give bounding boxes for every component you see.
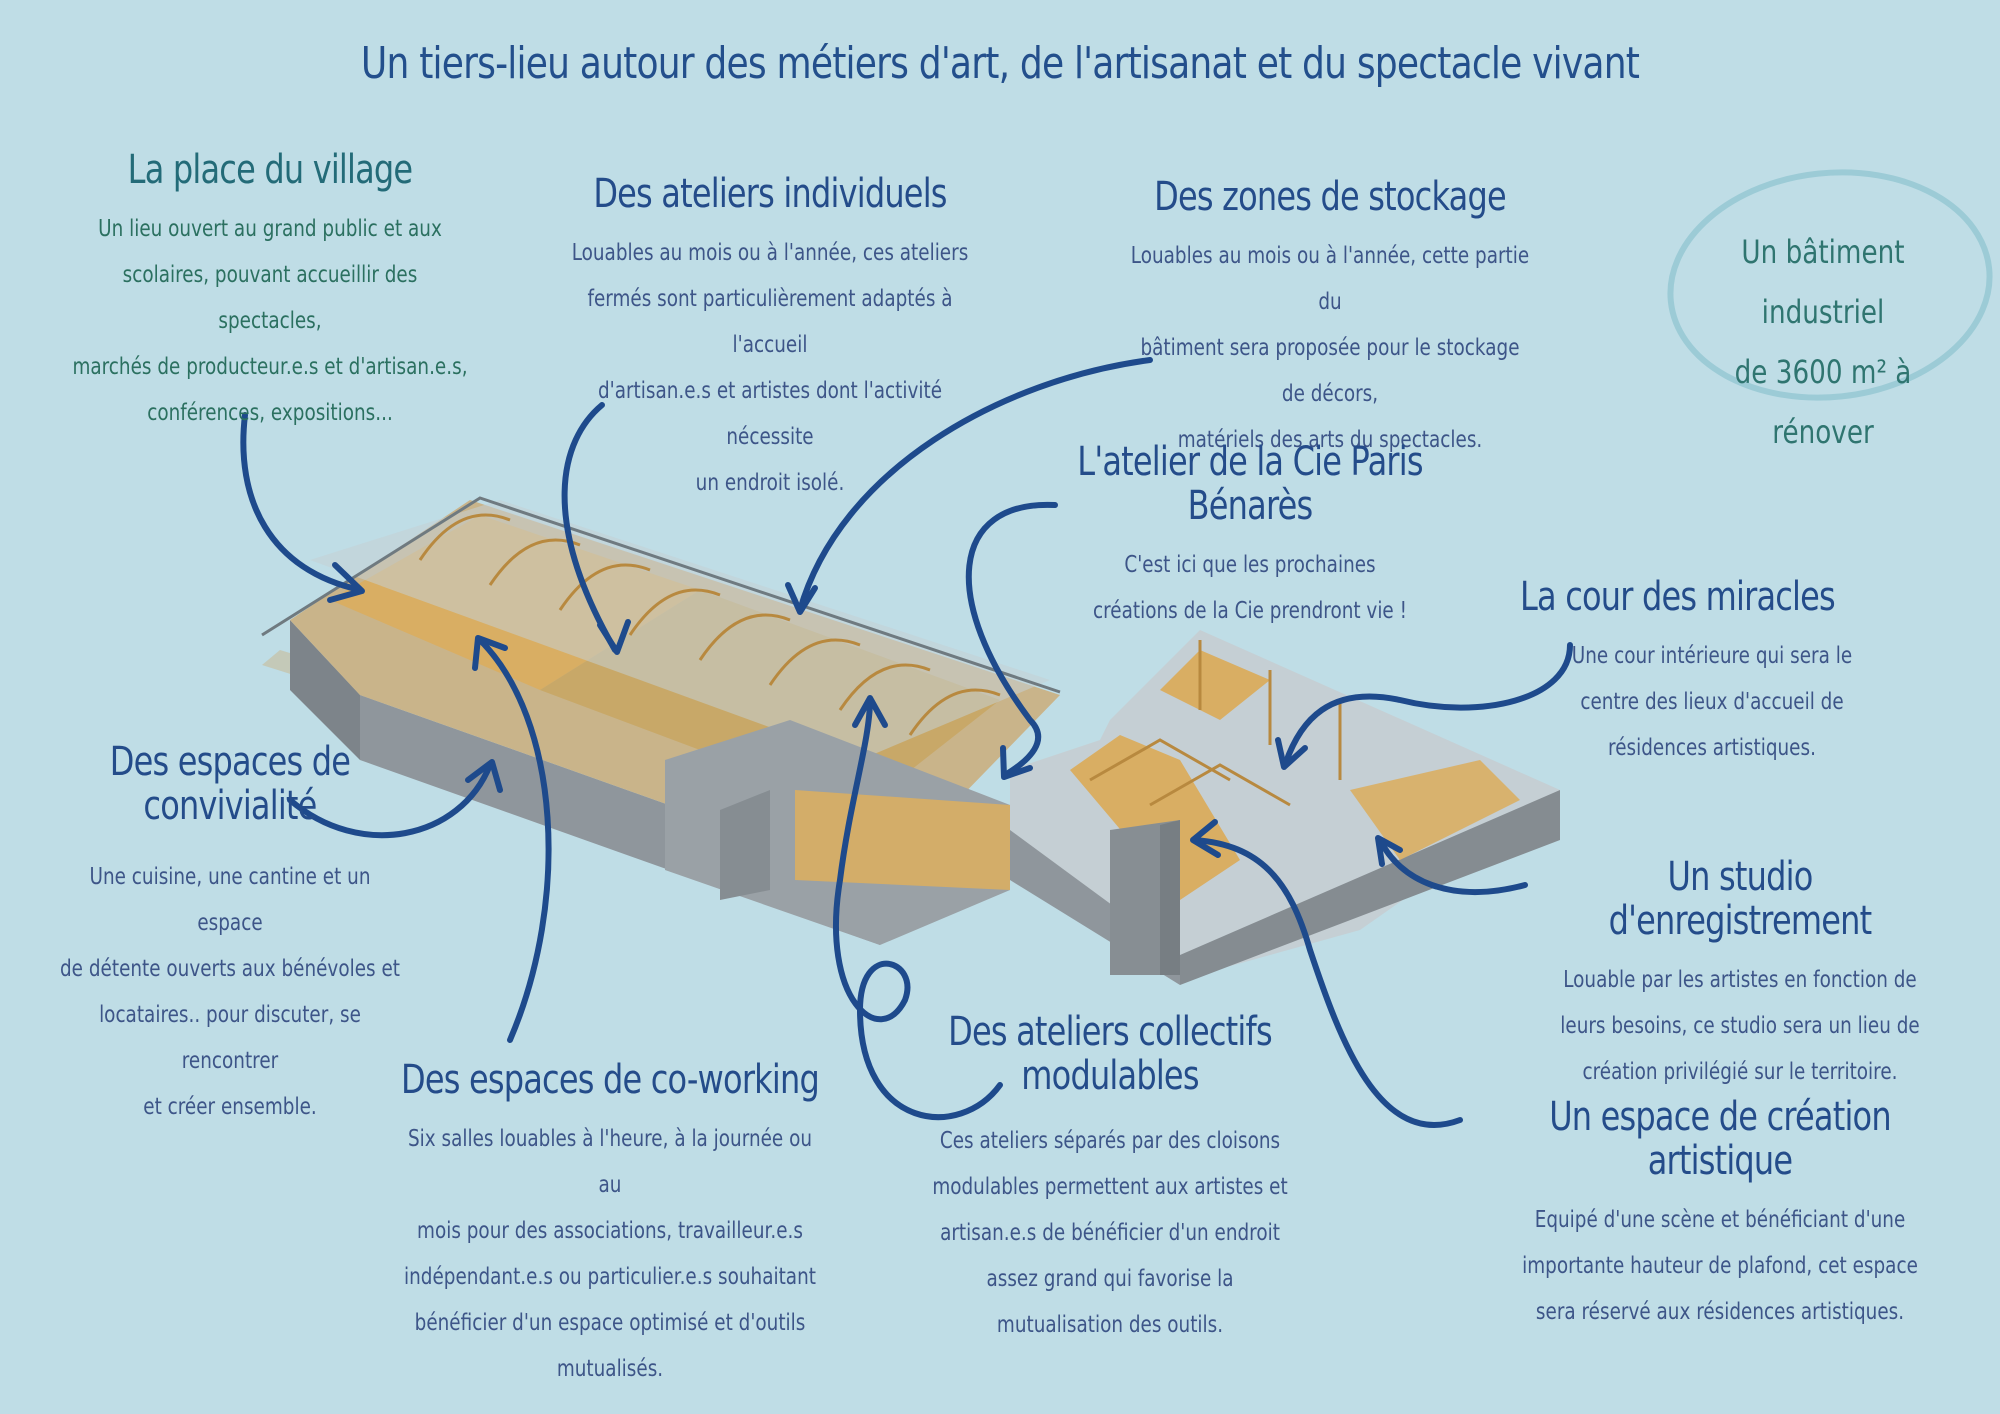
convivialite-heading-1: Des espaces de [109, 739, 351, 785]
place-line: conférences, expositions... [147, 400, 393, 426]
badge-line-2: de 3600 m² à rénover [1734, 353, 1912, 451]
collectifs-line: artisan.e.s de bénéficier d'un endroit [940, 1220, 1280, 1246]
collectifs-line: mutualisation des outils. [996, 1312, 1224, 1338]
studio-heading: Un studio d'enregistrement [1608, 854, 1872, 944]
ateliers-indiv-line: Louables au mois ou à l'année, ces ateli… [571, 240, 969, 266]
ateliers-indiv-line: d'artisan.e.s et artistes dont l'activit… [597, 378, 943, 450]
arrows [240, 357, 1573, 1129]
badge-ring [1667, 169, 1993, 401]
creation-heading: Un espace de création artistique [1549, 1094, 1891, 1184]
stockage-line: bâtiment sera proposée pour le stockage … [1140, 335, 1520, 407]
convivialite-line: de détente ouverts aux bénévoles et [60, 956, 400, 982]
creation-line: Equipé d'une scène et bénéficiant d'une [1534, 1207, 1906, 1233]
place-line: scolaires, pouvant accueillir des specta… [122, 262, 418, 334]
section-collectifs: Des ateliers collectifs modulables Ces a… [880, 1010, 1340, 1348]
collectifs-heading-1: Des ateliers collectifs [948, 1009, 1272, 1055]
place-line: Un lieu ouvert au grand public et aux [98, 216, 442, 242]
arrow-studio [1377, 837, 1528, 895]
section-ateliers-indiv: Des ateliers individuels Louables au moi… [520, 172, 1020, 506]
section-place: La place du village Un lieu ouvert au gr… [20, 148, 520, 436]
coworking-line: mois pour des associations, travailleur.… [417, 1218, 803, 1244]
arrow-stockage [797, 357, 1153, 613]
studio-line: leurs besoins, ce studio sera un lieu de [1560, 1013, 1920, 1039]
arrow-coworking [477, 637, 552, 1043]
section-coworking: Des espaces de co-working Six salles lou… [340, 1058, 880, 1392]
arrow-cie [965, 501, 1058, 778]
coworking-line: Six salles louables à l'heure, à la jour… [407, 1126, 813, 1198]
atelier-cie-heading: L'atelier de la Cie Paris Bénarès [1077, 439, 1423, 529]
convivialite-line: et créer ensemble. [143, 1094, 317, 1120]
page-title: Un tiers-lieu autour des métiers d'art, … [360, 38, 1640, 89]
coworking-line: mutualisés. [556, 1356, 664, 1382]
building [261, 496, 1560, 985]
collectifs-line: assez grand qui favorise la [986, 1266, 1234, 1292]
atelier-cie-line: C'est ici que les prochaines [1124, 552, 1376, 578]
studio-line: création privilégié sur le territoire. [1582, 1059, 1898, 1085]
convivialite-heading-2: convivialité [143, 783, 317, 829]
badge-line-1: Un bâtiment industriel [1741, 233, 1905, 331]
coworking-line: bénéficier d'un espace optimisé et d'out… [414, 1310, 806, 1336]
section-creation: Un espace de création artistique Equipé … [1440, 1095, 2000, 1335]
badge-text: Un bâtiment industriel de 3600 m² à réno… [1700, 222, 1946, 462]
stockage-line: matériels des arts du spectacles. [1177, 427, 1483, 453]
ateliers-indiv-heading: Des ateliers individuels [593, 171, 947, 217]
stockage-line: Louables au mois ou à l'année, cette par… [1130, 243, 1530, 315]
ateliers-indiv-line: fermés sont particulièrement adaptés à l… [587, 286, 953, 358]
collectifs-line: modulables permettent aux artistes et [932, 1174, 1288, 1200]
section-cour: La cour des miracles Une cour intérieure… [1520, 575, 1940, 771]
coworking-line: indépendant.e.s ou particulier.e.s souha… [404, 1264, 816, 1290]
cour-heading: La cour des miracles [1520, 574, 1836, 620]
coworking-heading: Des espaces de co-working [401, 1057, 820, 1103]
creation-line: sera réservé aux résidences artistiques. [1535, 1299, 1905, 1325]
section-atelier-cie: L'atelier de la Cie Paris Bénarès C'est … [1000, 440, 1500, 634]
convivialite-line: Une cuisine, une cantine et un espace [89, 864, 371, 936]
convivialite-line: locataires.. pour discuter, se rencontre… [99, 1002, 361, 1074]
collectifs-line: Ces ateliers séparés par des cloisons [939, 1128, 1281, 1154]
studio-line: Louable par les artistes en fonction de [1563, 967, 1917, 993]
section-convivialite: Des espaces de convivialité Une cuisine,… [10, 740, 450, 1130]
section-stockage: Des zones de stockage Louables au mois o… [1080, 175, 1580, 463]
stockage-heading: Des zones de stockage [1154, 174, 1506, 220]
place-heading: La place du village [127, 147, 413, 193]
cour-line: centre des lieux d'accueil de [1580, 689, 1844, 715]
cour-line: résidences artistiques. [1608, 735, 1816, 761]
arrow-ateliers-indiv [561, 402, 618, 653]
cour-line: Une cour intérieure qui sera le [1571, 643, 1853, 669]
place-line: marchés de producteur.e.s et d'artisan.e… [72, 354, 468, 380]
arrow-creation [1192, 837, 1463, 1129]
arrow-collectifs [833, 697, 1003, 1120]
section-studio: Un studio d'enregistrement Louable par l… [1480, 855, 2000, 1095]
ateliers-indiv-line: un endroit isolé. [695, 470, 845, 496]
arrow-cour [1282, 642, 1573, 768]
arrow-place [240, 412, 363, 593]
arrow-convivialite [287, 762, 493, 839]
collectifs-heading-2: modulables [1021, 1053, 1199, 1099]
creation-line: importante hauteur de plafond, cet espac… [1522, 1253, 1918, 1279]
atelier-cie-line: créations de la Cie prendront vie ! [1093, 598, 1407, 624]
